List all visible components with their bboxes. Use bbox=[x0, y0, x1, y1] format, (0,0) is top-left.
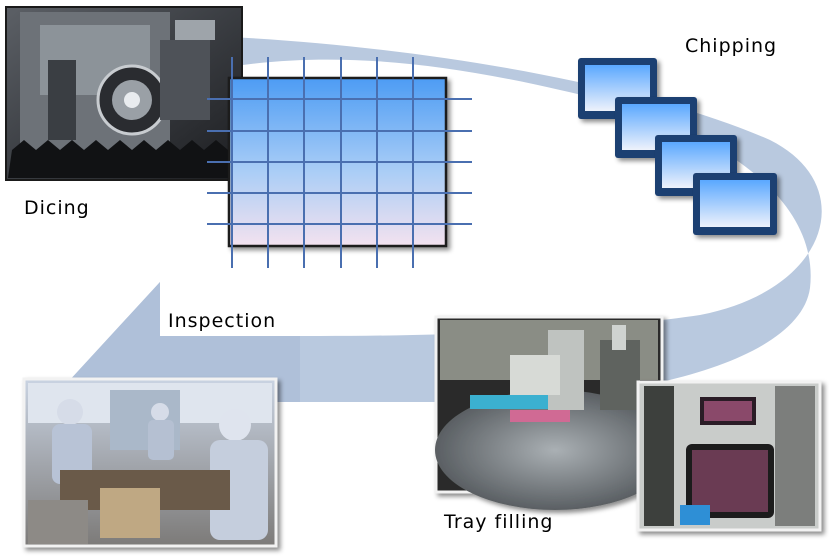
wafer-cut-lines bbox=[207, 57, 472, 268]
chipping-label: Chipping bbox=[685, 35, 778, 57]
tray-filling-label: Tray filling bbox=[444, 511, 554, 533]
dicing-photo bbox=[5, 6, 243, 181]
chip-stack bbox=[578, 58, 777, 235]
tray-filling-tray-photo bbox=[636, 380, 822, 532]
inspection-photo bbox=[22, 377, 278, 548]
chip bbox=[693, 173, 777, 235]
inspection-label: Inspection bbox=[168, 310, 277, 332]
tray-filling-wafer-photo bbox=[434, 315, 675, 510]
dicing-label: Dicing bbox=[24, 197, 90, 219]
